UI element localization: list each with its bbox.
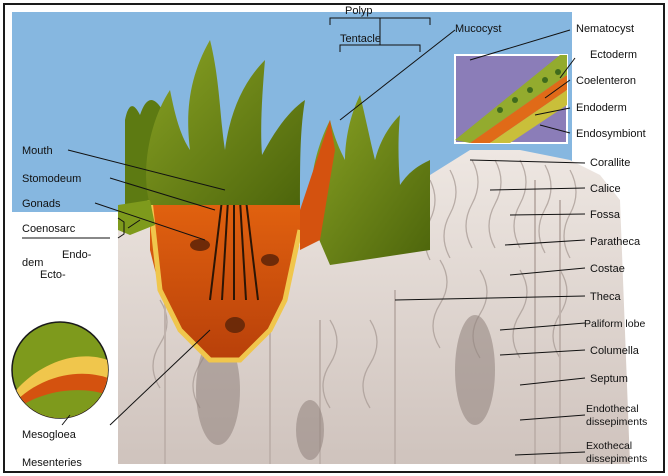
label-endosymbiont: Endosymbiont	[576, 128, 646, 140]
label-endo-dem-2: dem	[22, 257, 43, 269]
label-ectoderm: Ectoderm	[590, 49, 637, 61]
label-tentacle: Tentacle	[340, 33, 381, 45]
label-exothecal-1: Exothecal	[586, 440, 632, 452]
label-calice: Calice	[590, 183, 621, 195]
label-polyp: Polyp	[345, 5, 373, 17]
label-gonads: Gonads	[22, 198, 61, 210]
label-endoderm: Endoderm	[576, 102, 627, 114]
label-columella: Columella	[590, 345, 640, 357]
label-mesenteries: Mesenteries	[22, 457, 82, 469]
label-coenosarc: Coenosarc	[22, 223, 76, 235]
label-exothecal-2: dissepiments	[586, 453, 647, 465]
label-ecto: Ecto-	[40, 269, 66, 281]
label-nematocyst: Nematocyst	[576, 23, 634, 35]
label-theca: Theca	[590, 291, 621, 303]
label-mesogloea: Mesogloea	[22, 429, 77, 441]
label-endothecal-1: Endothecal	[586, 403, 639, 415]
label-paliform-lobe: Paliform lobe	[584, 318, 645, 330]
label-corallite: Corallite	[590, 157, 630, 169]
coenosarc-detail-circle	[12, 322, 108, 418]
label-mucocyst: Mucocyst	[455, 23, 501, 35]
label-fossa: Fossa	[590, 209, 621, 221]
label-mouth: Mouth	[22, 145, 53, 157]
label-paratheca: Paratheca	[590, 236, 641, 248]
tissue-detail-inset	[455, 55, 567, 143]
label-costae: Costae	[590, 263, 625, 275]
label-stomodeum: Stomodeum	[22, 173, 81, 185]
label-coelenteron: Coelenteron	[576, 75, 636, 87]
label-endo-dem-1: Endo-	[62, 249, 92, 261]
label-endothecal-2: dissepiments	[586, 416, 647, 428]
label-septum: Septum	[590, 373, 628, 385]
